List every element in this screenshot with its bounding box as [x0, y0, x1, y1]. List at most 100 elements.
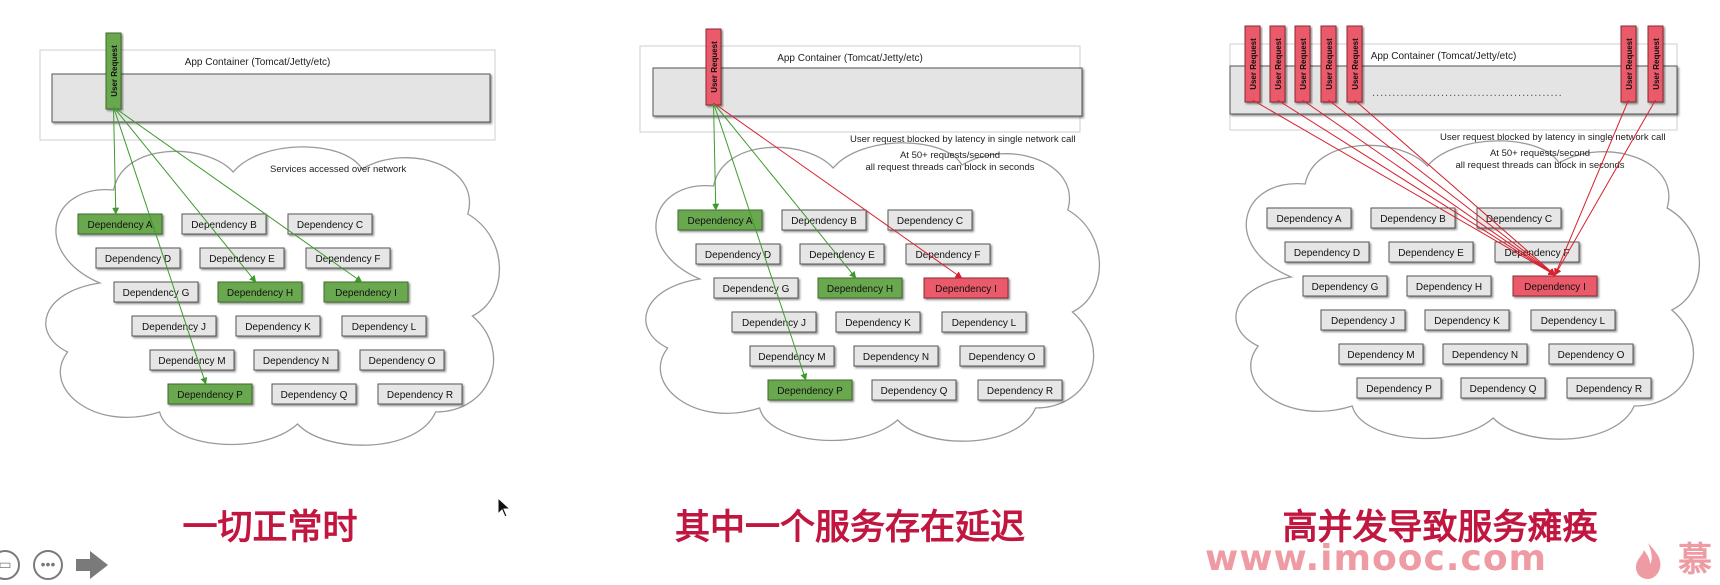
svg-text:Dependency R: Dependency R: [1576, 384, 1642, 395]
svg-text:Dependency A: Dependency A: [87, 220, 152, 231]
svg-text:Dependency B: Dependency B: [191, 220, 257, 231]
user-request-bar: User Request: [1269, 25, 1286, 103]
rate-note: At 50+ requests/second: [1490, 148, 1590, 159]
more-requests-ellipsis: ........................................…: [1372, 87, 1563, 99]
svg-text:User Request: User Request: [1249, 38, 1258, 90]
dependency-box: Dependency D: [95, 247, 181, 269]
svg-text:Dependency J: Dependency J: [142, 322, 206, 333]
request-arrows: [1252, 99, 1656, 276]
svg-text:User Request: User Request: [1625, 38, 1634, 90]
svg-text:User Request: User Request: [1652, 38, 1661, 90]
request-arrows: [112, 106, 363, 385]
dependency-box: Dependency Q: [1460, 377, 1546, 399]
presentation-toolbar: ▭ •••: [0, 548, 120, 580]
svg-text:Dependency J: Dependency J: [1331, 316, 1395, 327]
mouse-cursor-icon: [497, 497, 512, 518]
svg-text:Dependency O: Dependency O: [1558, 350, 1625, 361]
dependency-box: Dependency E: [199, 247, 285, 269]
dependency-box: Dependency I: [323, 281, 409, 303]
dependency-box: Dependency B: [181, 213, 267, 235]
dependency-box: Dependency I: [923, 277, 1009, 299]
svg-text:Dependency O: Dependency O: [969, 352, 1036, 363]
network-note: Services accessed over network: [270, 164, 406, 175]
panel-3-caption: 高并发导致服务瘫痪: [1282, 508, 1598, 548]
svg-text:Dependency R: Dependency R: [987, 386, 1053, 397]
dependency-box: Dependency J: [1320, 309, 1406, 331]
dependency-box: Dependency M: [749, 345, 835, 367]
dependency-box: Dependency P: [167, 383, 253, 405]
threads-note: all request threads can block in seconds: [1456, 160, 1625, 171]
svg-text:Dependency Q: Dependency Q: [1470, 384, 1537, 395]
svg-text:Dependency I: Dependency I: [1524, 282, 1586, 293]
dependency-box: Dependency N: [853, 345, 939, 367]
user-request-bar: User Request: [1620, 25, 1637, 103]
svg-text:Dependency L: Dependency L: [352, 322, 417, 333]
svg-text:Dependency D: Dependency D: [105, 254, 171, 265]
app-container-label: App Container (Tomcat/Jetty/etc): [1371, 51, 1517, 62]
svg-text:Dependency F: Dependency F: [1504, 248, 1569, 259]
svg-text:Dependency N: Dependency N: [863, 352, 929, 363]
next-arrow-icon[interactable]: [74, 550, 110, 580]
svg-text:Dependency G: Dependency G: [123, 288, 190, 299]
dependency-box: Dependency P: [1356, 377, 1442, 399]
panel-3: App Container (Tomcat/Jetty/etc) User req…: [1229, 25, 1701, 440]
more-options-button[interactable]: •••: [33, 550, 63, 580]
dependency-box: Dependency I: [1512, 275, 1598, 297]
svg-text:Dependency N: Dependency N: [1452, 350, 1518, 361]
imooc-logo-icon: [1628, 540, 1668, 580]
app-container-label: App Container (Tomcat/Jetty/etc): [777, 53, 923, 64]
dependency-box: Dependency D: [1284, 241, 1370, 263]
svg-text:Dependency Q: Dependency Q: [281, 390, 348, 401]
svg-text:Dependency H: Dependency H: [1416, 282, 1482, 293]
request-arrows: [712, 102, 963, 381]
svg-text:User Request: User Request: [1325, 38, 1334, 90]
dependency-box: Dependency C: [887, 209, 973, 231]
dependency-box: Dependency F: [305, 247, 391, 269]
svg-text:Dependency L: Dependency L: [1541, 316, 1606, 327]
svg-text:Dependency C: Dependency C: [897, 216, 963, 227]
panel-2: App Container (Tomcat/Jetty/etc)User req…: [639, 28, 1101, 442]
svg-text:Dependency J: Dependency J: [742, 318, 806, 329]
user-request-bar: User Request: [1244, 25, 1261, 103]
svg-text:Dependency O: Dependency O: [369, 356, 436, 367]
svg-text:User Request: User Request: [1351, 38, 1360, 90]
watermark-logo-char: 慕: [1678, 540, 1712, 580]
svg-text:User Request: User Request: [110, 45, 119, 97]
watermark-url: www.imooc.com: [1205, 538, 1548, 579]
dependency-box: Dependency E: [799, 243, 885, 265]
app-container-label: App Container (Tomcat/Jetty/etc): [185, 57, 331, 68]
dependency-box: Dependency A: [77, 213, 163, 235]
dependency-box: Dependency J: [731, 311, 817, 333]
svg-text:Dependency F: Dependency F: [915, 250, 980, 261]
svg-text:Dependency D: Dependency D: [1294, 248, 1360, 259]
dependency-box: Dependency D: [695, 243, 781, 265]
dependency-box: Dependency N: [253, 349, 339, 371]
rate-note: At 50+ requests/second: [900, 150, 1000, 161]
svg-text:Dependency N: Dependency N: [263, 356, 329, 367]
dependency-box: Dependency O: [959, 345, 1045, 367]
dependency-box: Dependency G: [713, 277, 799, 299]
svg-text:Dependency H: Dependency H: [227, 288, 293, 299]
svg-text:Dependency H: Dependency H: [827, 284, 893, 295]
latency-note: User request blocked by latency in singl…: [1440, 132, 1665, 143]
dependency-box: Dependency N: [1442, 343, 1528, 365]
svg-text:Dependency F: Dependency F: [315, 254, 380, 265]
user-request-bar: User Request: [105, 32, 122, 110]
svg-text:Dependency G: Dependency G: [1312, 282, 1379, 293]
panel-1-caption: 一切正常时: [182, 508, 358, 548]
svg-text:Dependency M: Dependency M: [1347, 350, 1414, 361]
dependency-box: Dependency Q: [271, 383, 357, 405]
svg-text:Dependency P: Dependency P: [177, 390, 243, 401]
dependency-box: Dependency R: [1566, 377, 1652, 399]
dependency-box: Dependency K: [1424, 309, 1510, 331]
slide-list-icon[interactable]: ▭: [0, 550, 20, 580]
app-container-box: [51, 73, 491, 123]
dependency-box: Dependency C: [287, 213, 373, 235]
dependency-box: Dependency P: [767, 379, 853, 401]
svg-text:User Request: User Request: [1274, 38, 1283, 90]
dependency-box: Dependency L: [1530, 309, 1616, 331]
dependency-box: Dependency R: [377, 383, 463, 405]
dependency-box: Dependency A: [677, 209, 763, 231]
dependency-box: Dependency E: [1388, 241, 1474, 263]
svg-text:Dependency I: Dependency I: [335, 288, 397, 299]
